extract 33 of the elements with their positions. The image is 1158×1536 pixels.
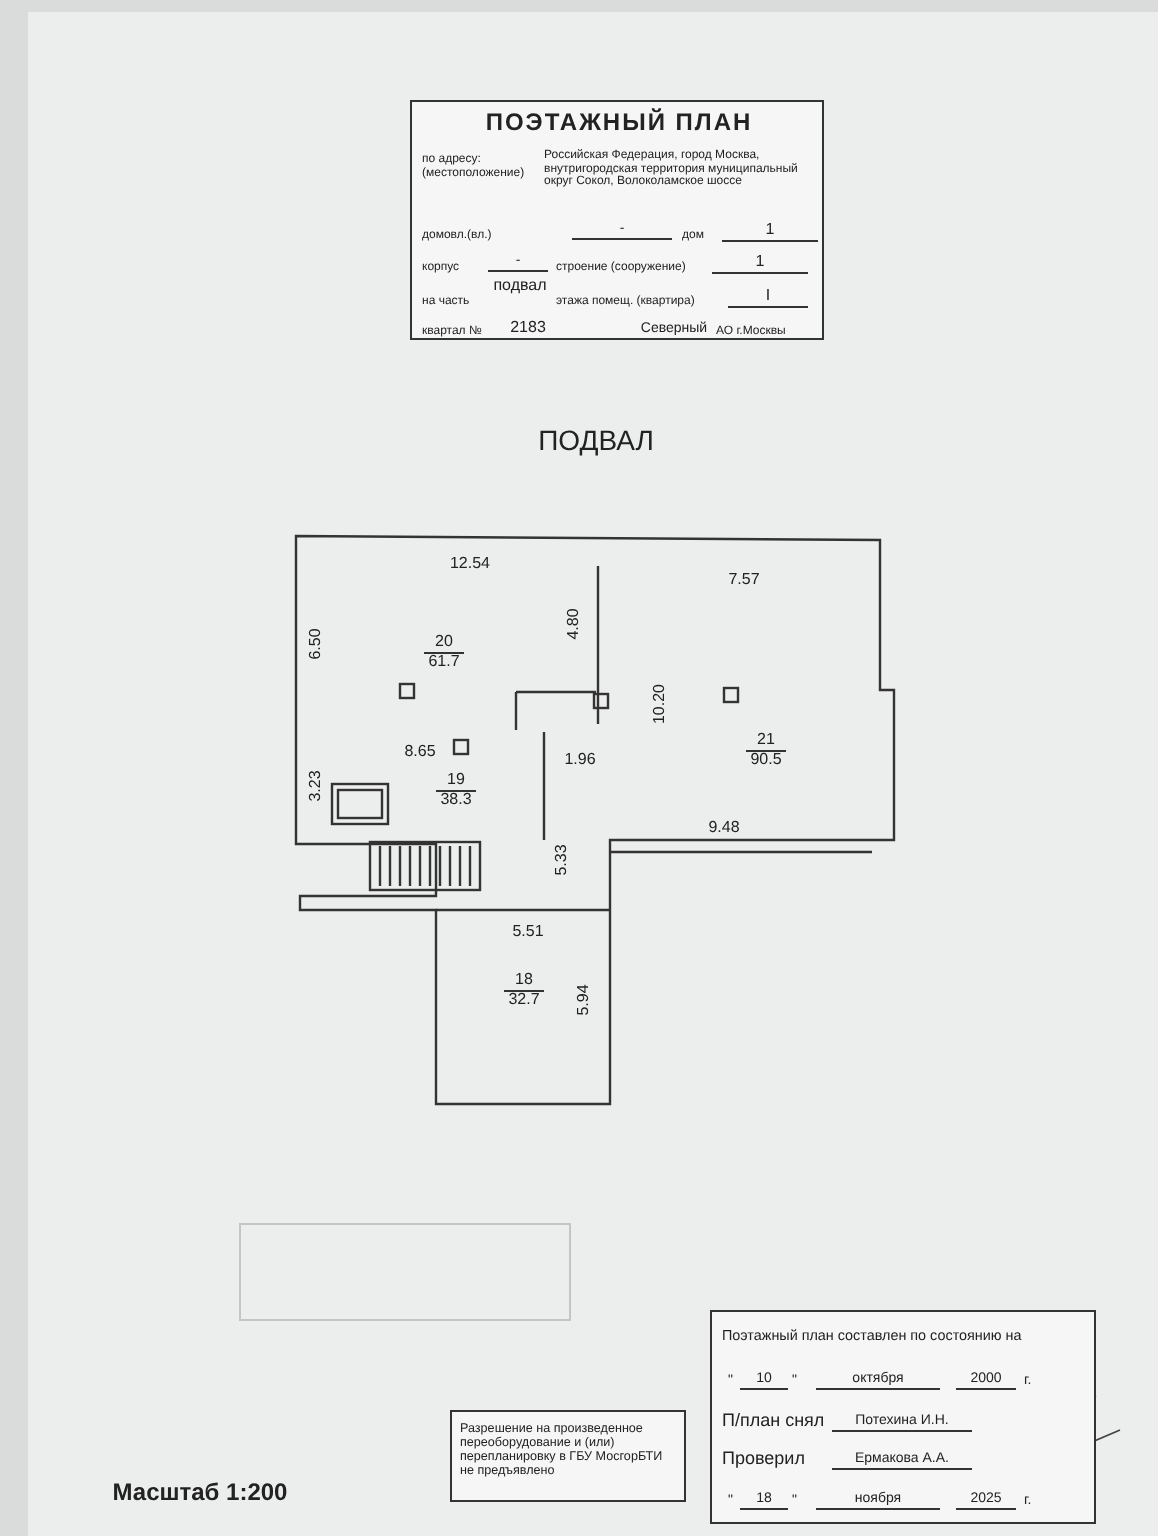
- dimension-label: 3.23: [308, 770, 324, 802]
- dimension-label: 8.65: [404, 744, 436, 760]
- title-block: [410, 100, 824, 340]
- plan-title: ПОЭТАЖНЫЙ ПЛАН: [483, 110, 755, 137]
- dimension-label: 1.96: [564, 752, 596, 768]
- field-label: П/план снял: [722, 1412, 825, 1432]
- field-value: 2183: [488, 320, 568, 340]
- room-number: 19: [436, 772, 476, 792]
- room-number: 18: [504, 972, 544, 992]
- field-value: подвал: [491, 278, 549, 296]
- room-area: 90.5: [746, 752, 786, 770]
- room-number: 20: [424, 634, 464, 654]
- note-box: [450, 1410, 686, 1502]
- dimension-label: 7.57: [728, 572, 760, 588]
- field-value: I: [728, 288, 808, 308]
- dimension-label: 12.54: [449, 556, 491, 572]
- room-number: 21: [746, 732, 786, 752]
- dimension-label: 6.50: [308, 628, 324, 660]
- room-area: 38.3: [436, 792, 476, 810]
- room-area: 61.7: [424, 654, 464, 672]
- dimension-label: 5.94: [576, 984, 592, 1016]
- floor-heading: ПОДВАЛ: [538, 426, 654, 454]
- room-area: 32.7: [504, 992, 544, 1010]
- dimension-label: 4.80: [566, 608, 582, 640]
- field-label: Проверил: [722, 1450, 805, 1470]
- status-stamp-box: [710, 1310, 1096, 1524]
- dimension-label: 5.51: [512, 924, 544, 940]
- dimension-label: 10.20: [652, 683, 668, 725]
- dimension-label: 5.33: [554, 844, 570, 876]
- scale-label: Масштаб 1:200: [112, 1480, 288, 1504]
- field-value: 1: [712, 254, 808, 274]
- field-value: 1: [722, 222, 818, 242]
- dimension-label: 9.48: [708, 820, 740, 836]
